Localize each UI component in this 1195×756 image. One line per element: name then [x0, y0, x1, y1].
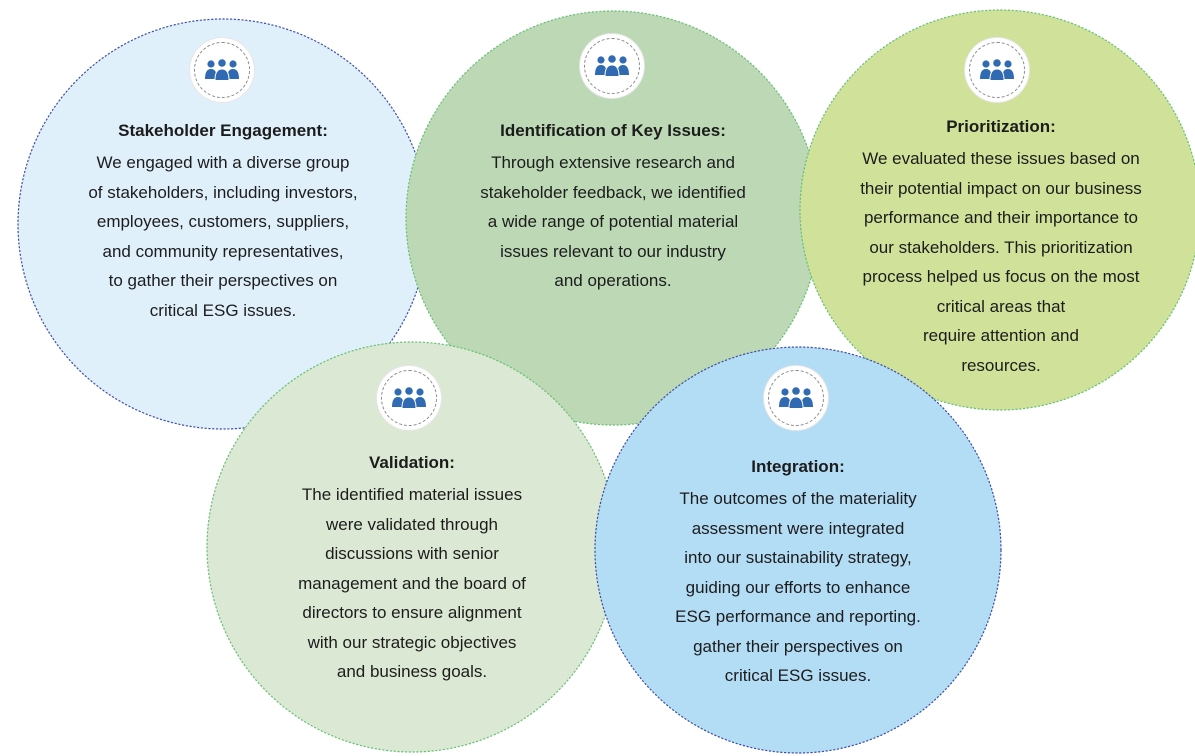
body-line: critical ESG issues.	[149, 300, 297, 320]
body-line: ESG performance and reporting.	[675, 607, 921, 626]
validation-title: Validation:	[369, 453, 455, 472]
people-group-icon	[392, 386, 426, 408]
body-line: stakeholder feedback, we identified	[480, 182, 746, 202]
people-group-icon	[980, 58, 1014, 80]
integration-circle	[594, 346, 1002, 754]
body-line: gather their perspectives on	[693, 636, 903, 656]
prioritization-badge	[965, 38, 1029, 102]
body-line: Through extensive research and	[491, 153, 735, 172]
body-line: The identified material issues	[301, 485, 523, 504]
body-line: process helped us focus on the most	[862, 267, 1140, 286]
integration-title: Integration:	[751, 457, 845, 476]
body-line: of stakeholders, including investors,	[88, 182, 358, 202]
body-line: employees, customers, suppliers,	[96, 212, 350, 231]
validation-card: Validation: The identified material issu…	[232, 452, 592, 687]
body-line: into our sustainability strategy,	[684, 548, 912, 567]
body-line: We evaluated these issues based on	[862, 149, 1140, 168]
body-line: to gather their perspectives on	[108, 271, 338, 290]
body-line: and operations.	[554, 271, 672, 290]
prioritization-card: Prioritization: We evaluated these issue…	[815, 116, 1187, 380]
people-group-icon	[779, 386, 813, 408]
body-line: our stakeholders. This prioritization	[869, 237, 1133, 257]
body-line: their potential impact on our business	[860, 178, 1142, 198]
integration-card: Integration: The outcomes of the materia…	[613, 456, 983, 691]
identification-card: Identification of Key Issues: Through ex…	[433, 120, 793, 296]
body-line: management and the board of	[298, 573, 526, 593]
integration-body: The outcomes of the materiality assessmen…	[613, 484, 983, 691]
stakeholder-card: Stakeholder Engagement: We engaged with …	[43, 120, 403, 325]
body-line: require attention and	[923, 326, 1079, 345]
body-line: resources.	[961, 355, 1041, 375]
body-line: critical areas that	[936, 296, 1066, 316]
body-line: and community representatives,	[102, 241, 344, 261]
people-group-icon	[595, 54, 629, 76]
identification-body: Through extensive research and stakeholde…	[433, 148, 793, 296]
prioritization-body: We evaluated these issues based on their …	[815, 144, 1187, 380]
validation-body: The identified material issues were valid…	[232, 480, 592, 687]
stakeholder-title: Stakeholder Engagement:	[118, 121, 328, 140]
stakeholder-body: We engaged with a diverse group of stakeh…	[43, 148, 403, 325]
body-line: discussions with senior	[325, 544, 499, 563]
people-group-icon	[205, 58, 239, 80]
identification-badge	[580, 34, 644, 98]
identification-title: Identification of Key Issues:	[500, 121, 726, 140]
body-line: guiding our efforts to enhance	[685, 577, 911, 597]
body-line: The outcomes of the materiality	[679, 489, 917, 508]
validation-badge	[377, 366, 441, 430]
body-line: directors to ensure alignment	[302, 603, 522, 622]
body-line: a wide range of potential material	[487, 212, 739, 231]
body-line: were validated through	[325, 514, 498, 534]
body-line: assessment were integrated	[691, 518, 905, 538]
stakeholder-badge	[190, 38, 254, 102]
body-line: critical ESG issues.	[724, 666, 872, 685]
body-line: performance and their importance to	[863, 208, 1139, 227]
body-line: issues relevant to our industry	[500, 241, 726, 261]
prioritization-title: Prioritization:	[946, 117, 1056, 136]
prioritization-circle	[799, 9, 1195, 411]
integration-badge	[764, 366, 828, 430]
body-line: with our strategic objectives	[307, 632, 517, 652]
body-line: We engaged with a diverse group	[96, 153, 350, 172]
body-line: and business goals.	[336, 662, 488, 681]
